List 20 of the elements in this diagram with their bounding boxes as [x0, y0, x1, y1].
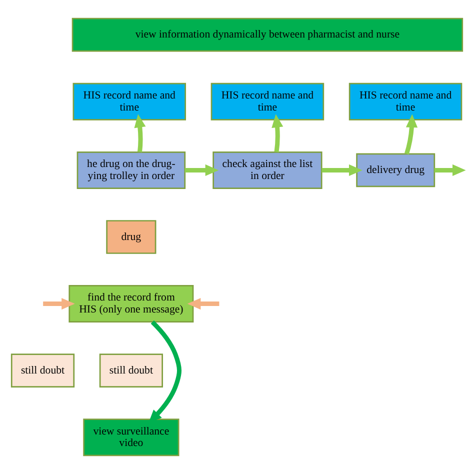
- arrow: [404, 114, 418, 154]
- node-box: HIS record name and time: [348, 82, 462, 120]
- node-box: find the record from HIS (only one message): [68, 285, 194, 322]
- arrow: [184, 164, 219, 176]
- arrow: [187, 298, 220, 310]
- node-box: still doubt: [10, 354, 75, 388]
- node-box: delivery drug: [356, 153, 436, 188]
- node-box: view information dynamically between pharmacist and nurse: [72, 18, 464, 52]
- arrow: [134, 114, 146, 152]
- arrow: [434, 164, 466, 176]
- node-box: view surveillance video: [83, 418, 180, 456]
- node-box: drug: [106, 220, 156, 254]
- arrow: [43, 298, 75, 310]
- node-box: HIS record name and time: [210, 82, 324, 120]
- node-box: check against the list in order: [212, 152, 322, 189]
- arrow: [272, 114, 284, 152]
- node-box: he drug on the drug- ying trolley in order: [76, 152, 186, 189]
- arrow: [322, 164, 362, 176]
- node-box: HIS record name and time: [72, 82, 186, 120]
- node-box: still doubt: [99, 354, 163, 388]
